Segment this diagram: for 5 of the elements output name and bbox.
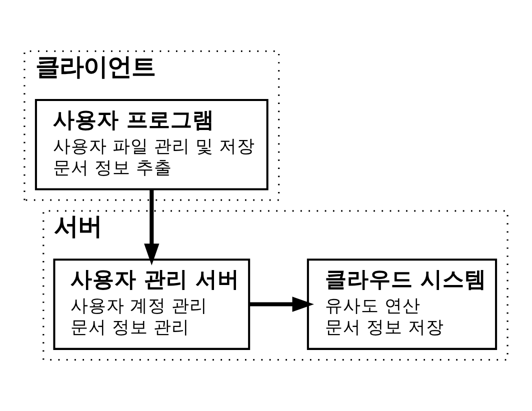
node-box: 사용자 프로그램 사용자 파일 관리 및 저장 문서 정보 추출: [34, 98, 268, 190]
node-box: 사용자 관리 서버 사용자 계정 관리 문서 정보 관리: [53, 258, 250, 350]
arrow: [144, 189, 160, 266]
arrow: [249, 296, 314, 312]
node-box: 클라우드 시스템 유사도 연산 문서 정보 저장: [306, 258, 498, 350]
